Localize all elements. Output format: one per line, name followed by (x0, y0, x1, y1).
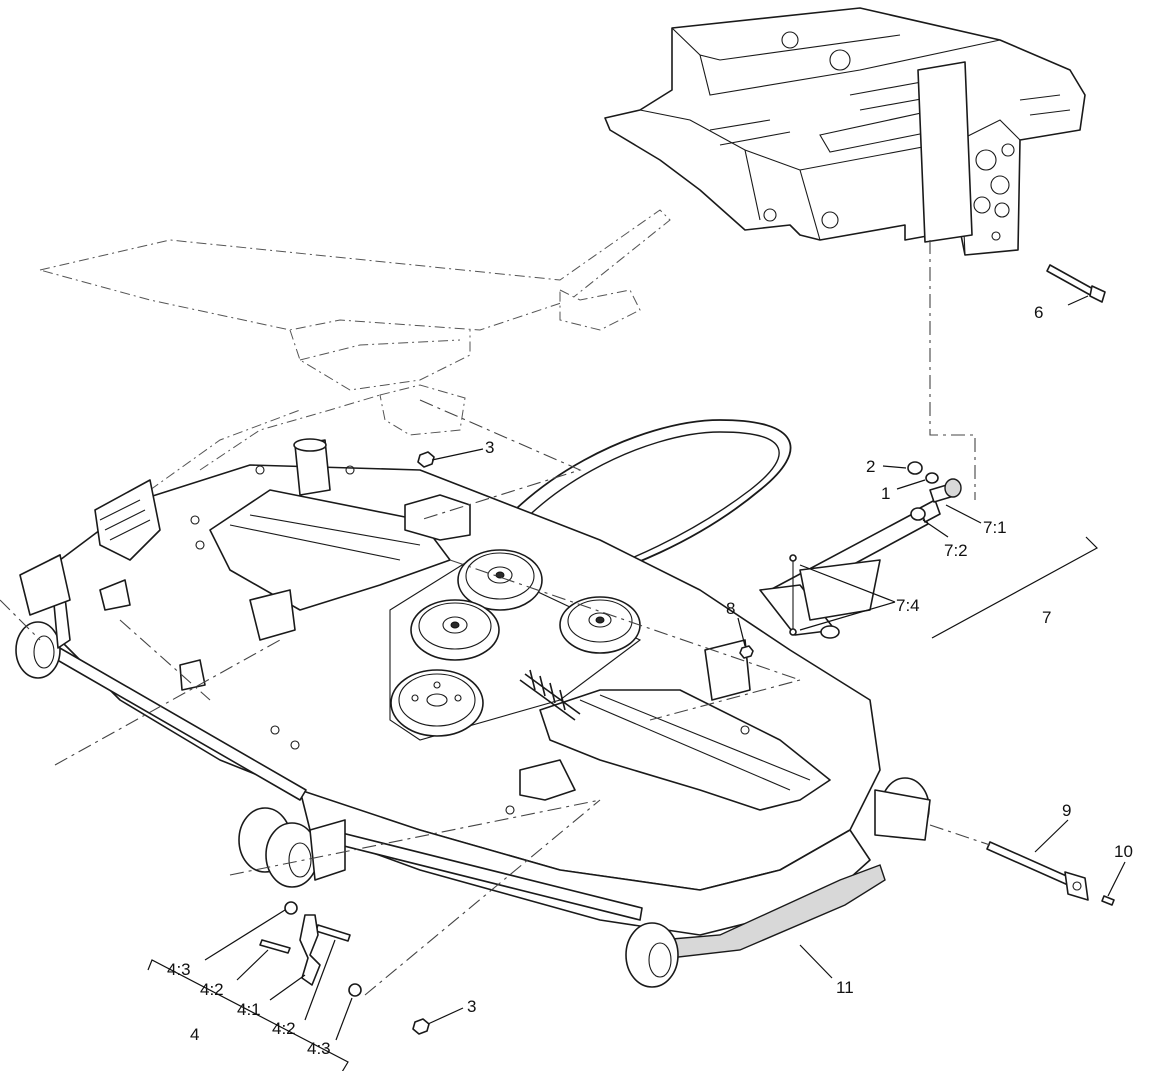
callout-4-2-right: 4:2 (272, 1019, 296, 1038)
pulley-right (559, 596, 641, 654)
nut-8 (739, 645, 754, 659)
nut-3-bottom (412, 1018, 430, 1035)
front-lift-assembly (19, 479, 206, 691)
washer-1 (925, 472, 939, 484)
centre-lines (0, 240, 991, 996)
lift-arm-assembly-7 (759, 499, 941, 639)
callout-7-4: 7:4 (896, 596, 920, 615)
callout-6: 6 (1034, 303, 1043, 322)
pin-9 (986, 841, 1089, 901)
callout-8: 8 (726, 599, 735, 618)
callout-4-3-bottom: 4:3 (307, 1039, 331, 1058)
leader-lines (147, 295, 1126, 1071)
rear-left-caster-pair (238, 807, 346, 888)
bolt-6 (1046, 264, 1106, 303)
callout-9: 9 (1062, 801, 1071, 820)
callout-4-2-left: 4:2 (200, 980, 224, 999)
pulley-rear-left (457, 549, 543, 611)
right-roller-bracket (874, 777, 931, 841)
callout-10: 10 (1114, 842, 1133, 861)
callout-2: 2 (866, 457, 875, 476)
callout-4: 4 (190, 1025, 199, 1044)
lift-frame-phantom (39, 209, 671, 491)
bushing (944, 478, 962, 498)
pulley-middle (410, 599, 500, 661)
nut-4-3-bottom (348, 983, 362, 997)
callout-7: 7 (1042, 608, 1051, 627)
bolt-4-2-right (315, 924, 351, 942)
callout-labels: 6 2 1 7:1 7:2 7:4 7 8 3 9 10 11 3 4:3 4:… (167, 303, 1133, 1058)
pivot-hardware (907, 461, 962, 521)
callout-4-3-top: 4:3 (167, 960, 191, 979)
mower-deck (39, 438, 886, 959)
nut-7-2 (910, 507, 926, 521)
rear-right-caster (625, 922, 679, 988)
callout-4-1: 4:1 (237, 1000, 261, 1019)
callout-7-1: 7:1 (983, 518, 1007, 537)
callout-11: 11 (836, 978, 854, 997)
callout-3-bottom: 3 (467, 997, 476, 1016)
chain-4-1 (299, 914, 321, 986)
nut-4-3-top (284, 901, 298, 915)
pulley-large-drive (390, 669, 484, 737)
tractor-frame (604, 7, 1086, 256)
clip-10 (1101, 895, 1115, 906)
callout-1: 1 (881, 484, 890, 503)
callout-3-top: 3 (485, 438, 494, 457)
spindle-pulleys (390, 549, 641, 737)
chain-kit-4 (259, 901, 362, 997)
bolt-4-2-left (259, 939, 291, 954)
callout-7-2: 7:2 (944, 541, 968, 560)
nut-3-top (417, 451, 435, 468)
nut-2 (907, 461, 923, 475)
drive-belt (474, 419, 792, 586)
